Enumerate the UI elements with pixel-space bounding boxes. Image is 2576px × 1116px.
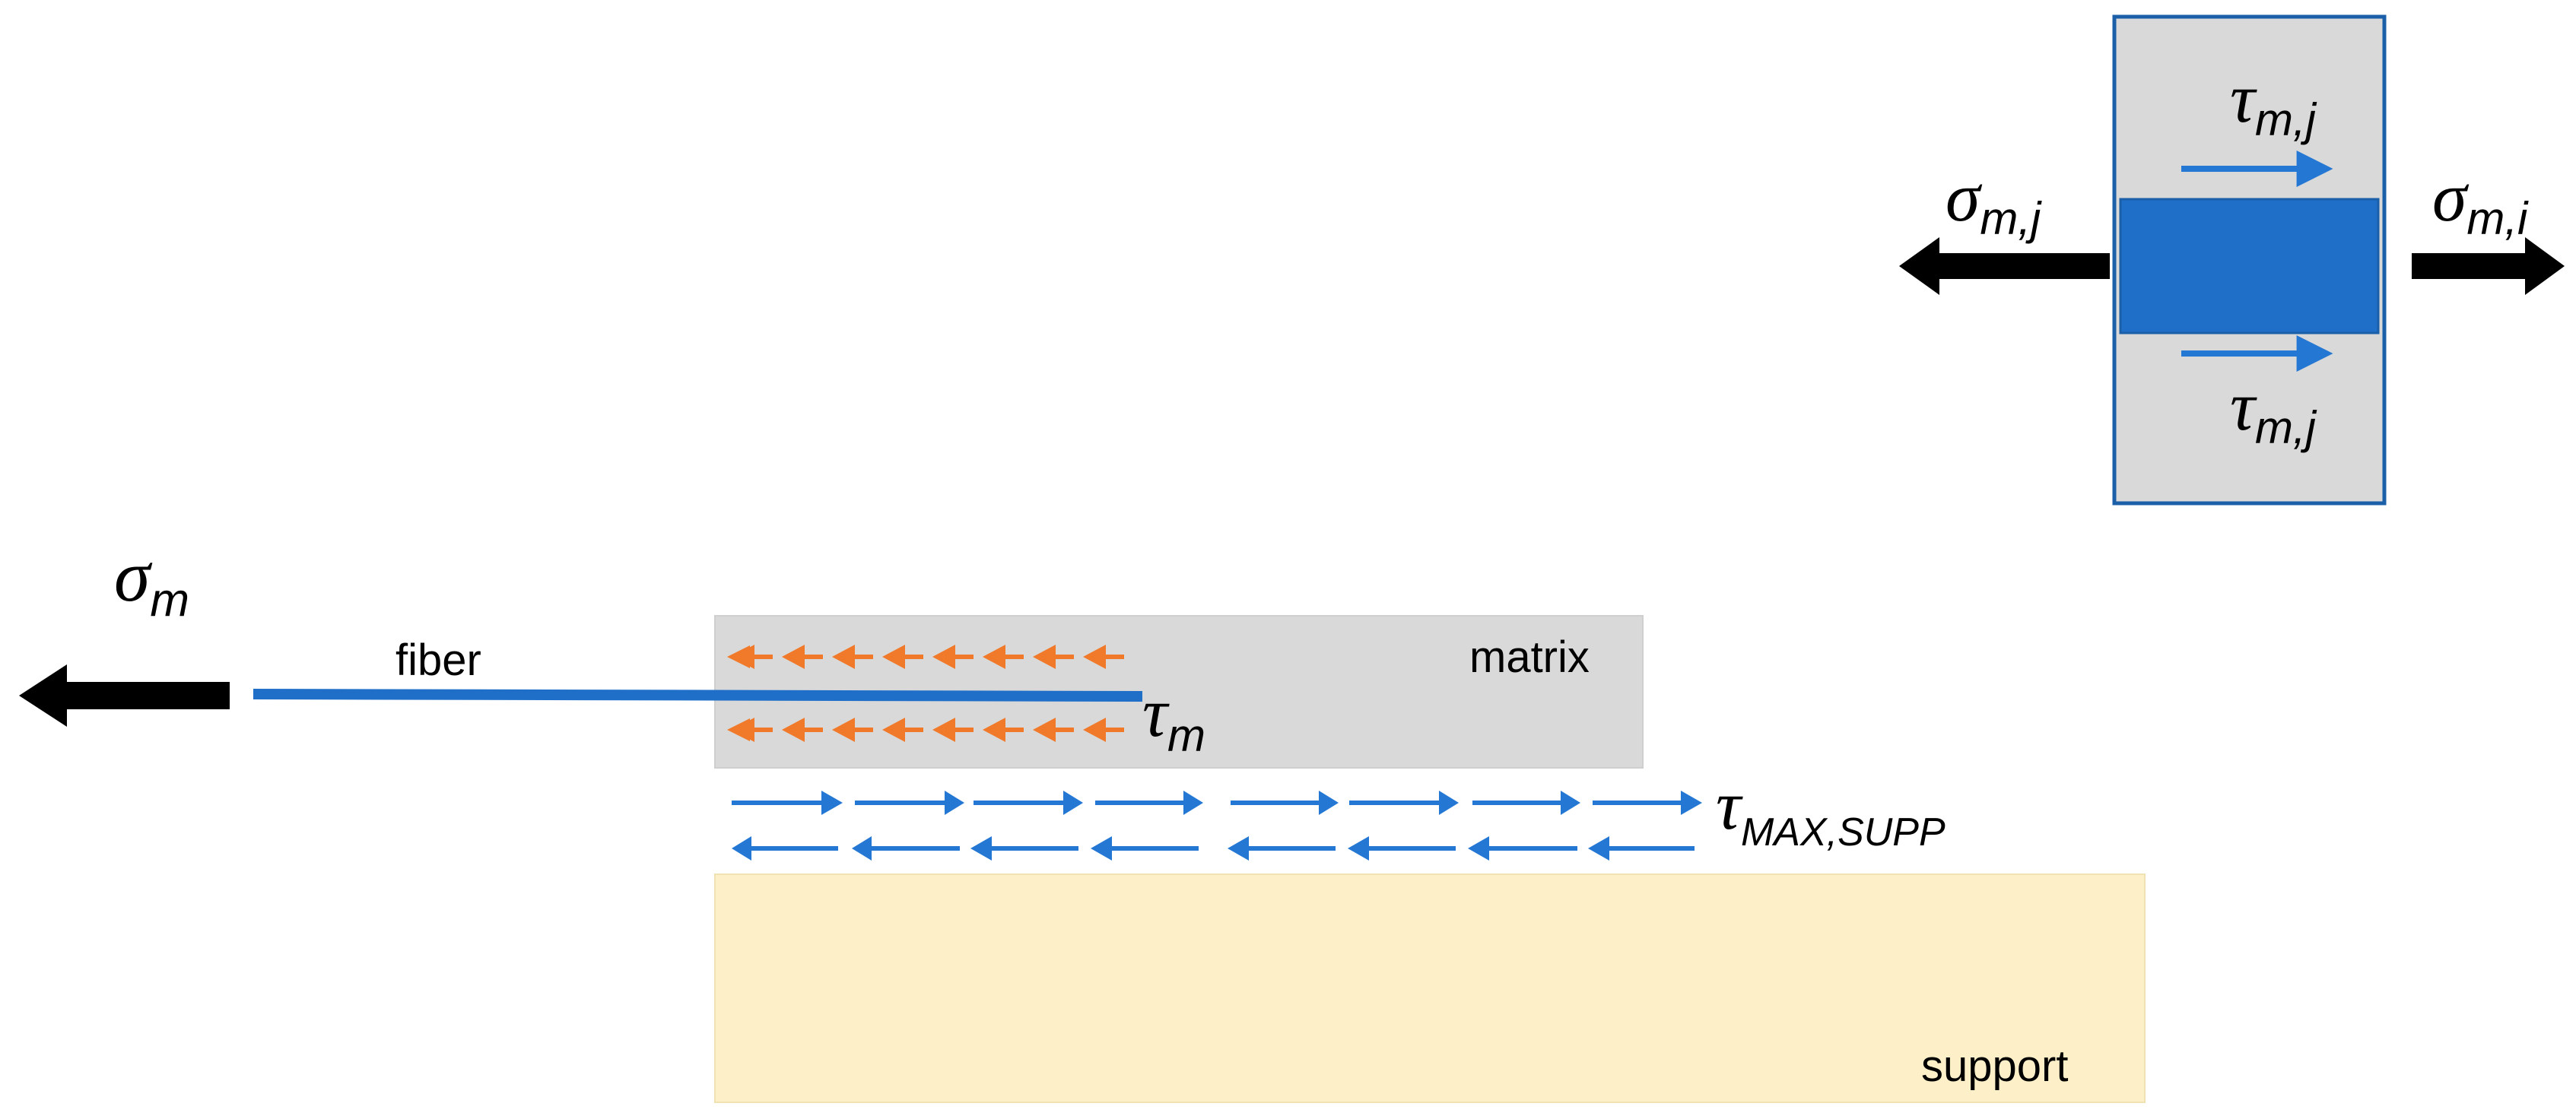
fiber-label: fiber	[395, 636, 481, 685]
support-shear-label: τMAX,SUPP	[1716, 766, 1945, 854]
blue-arrow-right	[974, 791, 1083, 815]
element-label-sigma-right: σm,i	[2432, 158, 2529, 244]
element-label-sigma-left: σm,j	[1945, 158, 2042, 244]
pull-force-label: σm	[114, 535, 189, 626]
blue-arrow-left	[1348, 836, 1456, 861]
blue-arrow-left	[852, 836, 960, 861]
blue-arrow-right	[1231, 791, 1339, 815]
blue-arrow-left	[1588, 836, 1695, 861]
blue-arrow-right	[1349, 791, 1459, 815]
blue-arrow-left	[1228, 836, 1336, 861]
support-label: support	[1921, 1041, 2068, 1091]
support-block	[714, 873, 2146, 1103]
element-label-tau-bottom: τm,j	[2230, 367, 2317, 453]
blue-arrow-left	[732, 836, 838, 861]
orange-arrowheads-top	[732, 645, 1106, 669]
blue-arrow-right	[855, 791, 964, 815]
blue-arrow-left	[1091, 836, 1199, 861]
pullout-setup: matrix support fiber σm	[19, 535, 2146, 1103]
element-fiber-segment	[2119, 198, 2380, 334]
element-detail: τm,j τm,j σm,j σm,i	[1899, 14, 2565, 506]
blue-arrow-right	[732, 791, 843, 815]
element-stress-arrow-left	[1899, 237, 2110, 295]
element-stress-arrow-right	[2412, 237, 2565, 295]
pull-force-arrow	[19, 664, 230, 727]
fiber	[253, 689, 1143, 702]
support-shear-arrows-right	[732, 791, 1702, 815]
blue-arrow-right	[1095, 791, 1203, 815]
blue-arrow-left	[1468, 836, 1577, 861]
matrix-shear-arrows	[727, 645, 1124, 742]
element-label-tau-top: τm,j	[2230, 59, 2317, 145]
blue-arrow-left	[970, 836, 1078, 861]
blue-arrow-right	[1593, 791, 1702, 815]
matrix-shear-label: τm	[1142, 674, 1205, 761]
matrix-label: matrix	[1469, 633, 1590, 682]
support-shear-arrows-left	[732, 836, 1695, 861]
blue-arrow-right	[1472, 791, 1580, 815]
orange-arrowheads-bottom	[732, 718, 1106, 742]
